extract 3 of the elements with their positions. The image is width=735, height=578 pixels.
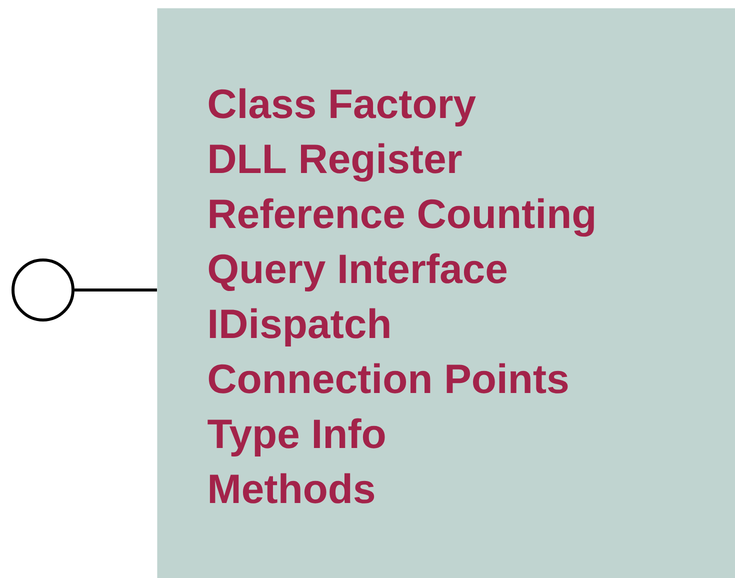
interface-circle [12, 258, 74, 322]
component-panel: Class Factory DLL Register Reference Counting Query Interface IDispatch Connection Points Type Info Methods [157, 8, 735, 578]
connector-line [74, 288, 157, 292]
